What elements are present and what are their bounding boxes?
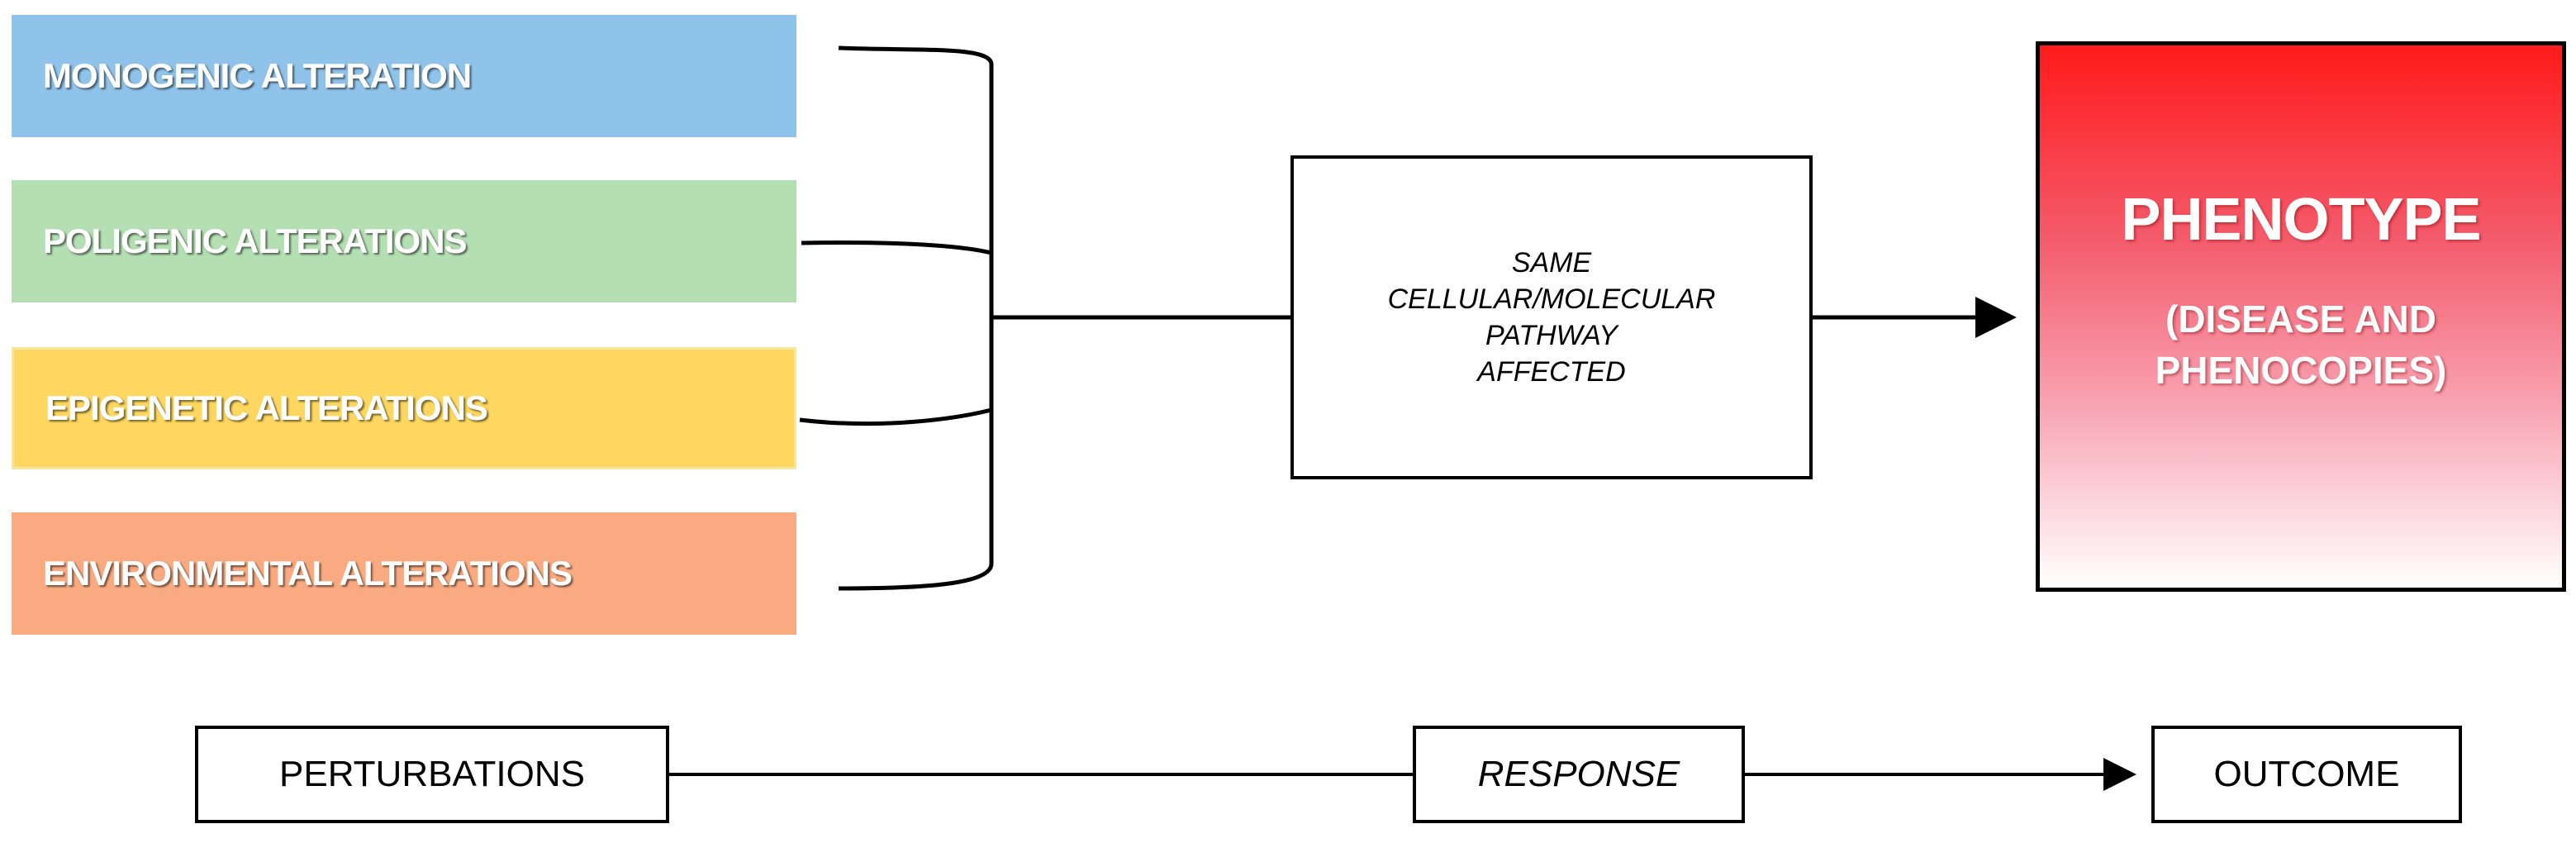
- response-box: RESPONSE: [1413, 726, 1745, 823]
- poligenic-alterations-box: POLIGENIC ALTERATIONS: [12, 180, 796, 302]
- brace-link-poliGenic: [801, 241, 992, 255]
- brace-bracket: [838, 45, 994, 591]
- perturbations-box: PERTURBATIONS: [195, 726, 669, 823]
- monogenic-alteration-label: MONOGENIC ALTERATION: [43, 56, 472, 95]
- environmental-alterations-box: ENVIRONMENTAL ALTERATIONS: [12, 512, 796, 635]
- poligenic-alterations-label: POLIGENIC ALTERATIONS: [43, 221, 468, 260]
- epigenetic-alterations-label: EPIGENETIC ALTERATIONS: [45, 388, 488, 427]
- pathway-line-3: PATHWAY: [1485, 320, 1618, 351]
- phenotype-subtitle-line-1: (DISEASE AND: [2165, 298, 2436, 341]
- outcome-box: OUTCOME: [2151, 726, 2462, 823]
- outcome-label: OUTCOME: [2213, 754, 2400, 794]
- response-label: RESPONSE: [1477, 754, 1680, 794]
- pathway-text: SAME CELLULAR/MOLECULAR PATHWAY AFFECTED: [1304, 245, 1799, 390]
- phenotype-subtitle: (DISEASE AND PHENOCOPIES): [2040, 293, 2562, 396]
- phenotype-title: PHENOTYPE: [2121, 187, 2481, 253]
- perturbations-label: PERTURBATIONS: [279, 754, 585, 794]
- pathway-box: SAME CELLULAR/MOLECULAR PATHWAY AFFECTED: [1290, 155, 1813, 479]
- environmental-alterations-label: ENVIRONMENTAL ALTERATIONS: [43, 554, 573, 593]
- epigenetic-alterations-box: EPIGENETIC ALTERATIONS: [12, 347, 796, 469]
- pathway-line-2: CELLULAR/MOLECULAR: [1387, 283, 1716, 315]
- pathway-line-1: SAME: [1511, 247, 1592, 279]
- monogenic-alteration-box: MONOGENIC ALTERATION: [12, 15, 796, 137]
- brace-link-epigenetic: [799, 407, 992, 426]
- phenotype-box: PHENOTYPE (DISEASE AND PHENOCOPIES): [2036, 41, 2566, 592]
- phenotype-subtitle-line-2: PHENOCOPIES): [2155, 349, 2447, 392]
- pathway-line-4: AFFECTED: [1477, 356, 1626, 388]
